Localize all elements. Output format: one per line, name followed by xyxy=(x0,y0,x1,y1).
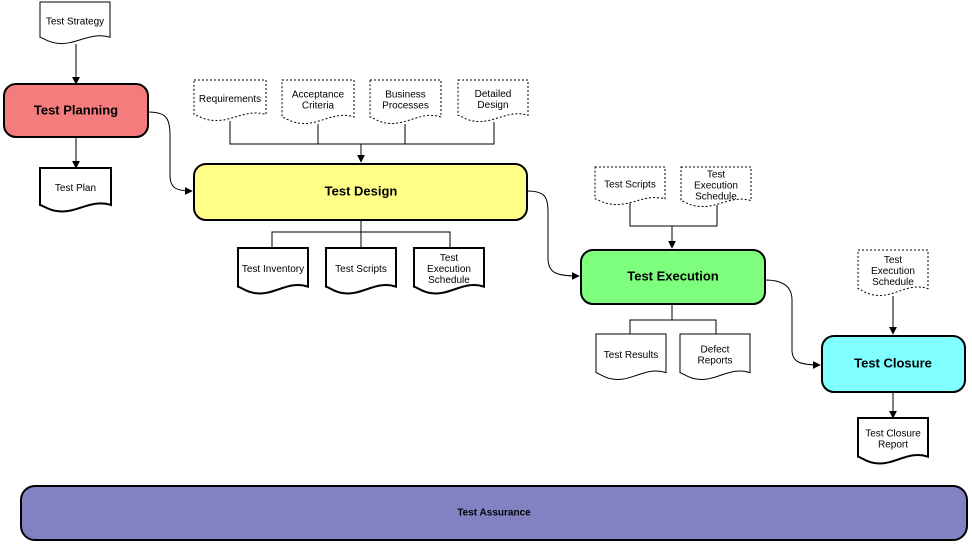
document-label-line: Requirements xyxy=(199,94,261,105)
doc-test-inventory: Test Inventory xyxy=(237,247,309,295)
process-test-planning: Test Planning xyxy=(3,83,149,138)
process-label: Test Planning xyxy=(34,102,118,117)
connector-planning-to-design xyxy=(147,111,193,195)
document-shape xyxy=(680,166,752,207)
document-label-line: Test Inventory xyxy=(242,264,304,275)
process-label: Test Closure xyxy=(854,355,932,370)
doc-test-strategy: Test Strategy xyxy=(39,1,111,44)
connector-design-inputs-bus xyxy=(229,121,495,162)
document-label-line: Test Strategy xyxy=(46,16,104,27)
document-shape xyxy=(369,79,442,124)
document-label-line: Test Results xyxy=(604,350,658,361)
document-shape xyxy=(325,247,397,295)
doc-exec-test-scripts: Test Scripts xyxy=(594,166,666,205)
process-label: Test Execution xyxy=(627,268,719,283)
process-test-design: Test Design xyxy=(193,163,528,221)
doc-test-scripts: Test Scripts xyxy=(325,247,397,295)
document-label-line: Processes xyxy=(382,101,429,112)
document-shape xyxy=(679,333,751,380)
document-label-line: Detailed xyxy=(475,89,512,100)
document-label-line: Acceptance xyxy=(292,90,345,101)
document-shape xyxy=(39,1,111,44)
document-label-line: Report xyxy=(878,439,908,450)
document-label-line: Schedule xyxy=(872,277,914,288)
connector-execution-inputs-bus xyxy=(629,202,718,248)
process-test-assurance: Test Assurance xyxy=(20,485,968,541)
connector-execution-outputs-bus xyxy=(629,304,717,334)
document-label-line: Defect xyxy=(701,344,730,355)
document-label-line: Criteria xyxy=(302,101,335,112)
document-shape xyxy=(857,417,929,465)
process-label: Test Design xyxy=(325,183,398,198)
document-shape xyxy=(595,333,667,380)
document-shape xyxy=(413,247,485,295)
document-shape xyxy=(457,79,529,122)
doc-requirements: Requirements xyxy=(193,79,267,121)
process-test-execution: Test Execution xyxy=(580,249,766,305)
document-label-line: Schedule xyxy=(428,275,470,286)
document-label-line: Test Closure xyxy=(865,428,921,439)
document-shape xyxy=(193,79,267,121)
process-box xyxy=(20,485,968,541)
document-shape xyxy=(281,79,355,124)
connector-design-to-execution xyxy=(526,190,580,280)
connector-execution-to-closure xyxy=(764,279,821,369)
document-label-line: Reports xyxy=(697,355,732,366)
doc-test-plan: Test Plan xyxy=(39,167,112,213)
connectors xyxy=(72,44,897,419)
document-shape xyxy=(857,249,929,296)
document-label-line: Schedule xyxy=(695,191,737,202)
document-label-line: Test xyxy=(440,253,459,264)
document-label-line: Execution xyxy=(871,266,915,277)
document-label-line: Execution xyxy=(694,180,738,191)
document-label-line: Test xyxy=(707,169,726,180)
process-test-closure: Test Closure xyxy=(821,335,966,393)
process-label: Test Assurance xyxy=(457,508,531,519)
document-shape xyxy=(237,247,309,295)
document-label-line: Test Scripts xyxy=(604,180,656,191)
process-box xyxy=(193,163,528,221)
document-label-line: Test Scripts xyxy=(335,264,387,275)
document-shape xyxy=(39,167,112,213)
document-label-line: Business xyxy=(385,90,426,101)
doc-test-results: Test Results xyxy=(595,333,667,380)
process-box xyxy=(580,249,766,305)
document-label-line: Test xyxy=(884,255,903,266)
process-box xyxy=(3,83,149,138)
document-label-line: Design xyxy=(477,100,508,111)
document-shape xyxy=(594,166,666,205)
process-box xyxy=(821,335,966,393)
document-label-line: Execution xyxy=(427,264,471,275)
document-label-line: Test Plan xyxy=(55,183,96,194)
connector-design-outputs-bus xyxy=(271,220,451,248)
